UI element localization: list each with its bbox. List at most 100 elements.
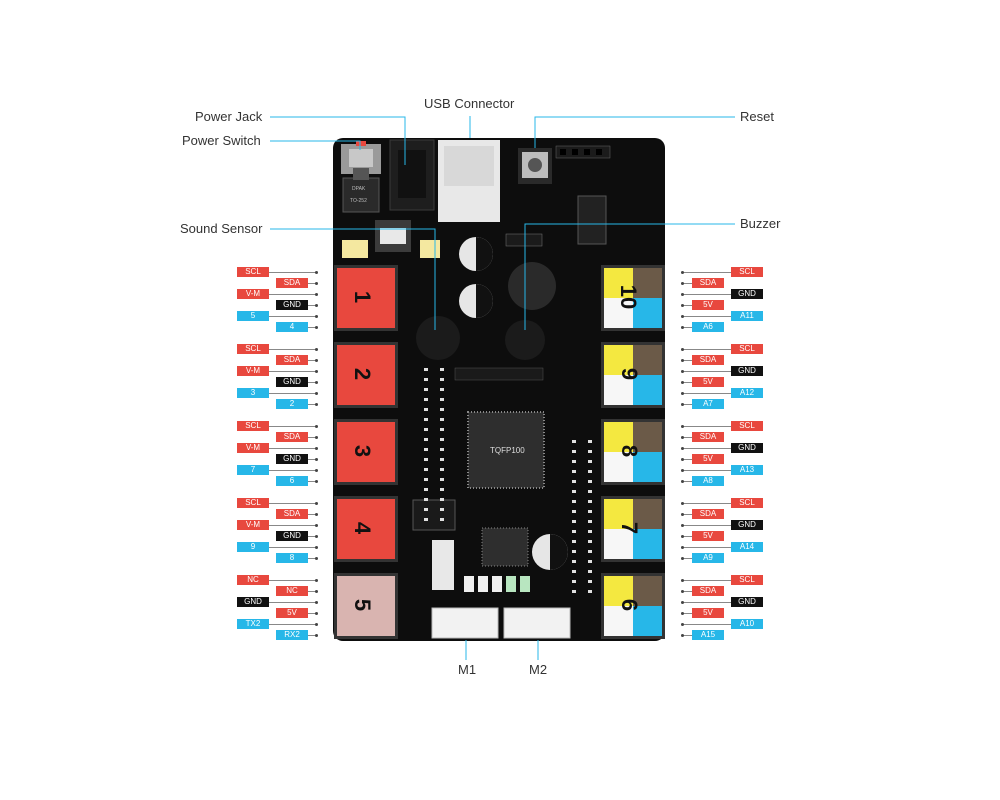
pin-lead xyxy=(683,503,731,504)
pin-lead xyxy=(683,525,731,526)
pin-label: SDA xyxy=(692,432,724,442)
regulator-label-2: TO-252 xyxy=(350,198,367,204)
pin-label: 5V xyxy=(692,377,724,387)
pin-lead xyxy=(683,272,731,273)
via-dot xyxy=(572,450,576,453)
pin-dot xyxy=(315,403,318,406)
via-dot xyxy=(424,448,428,451)
pin-label: 5 xyxy=(237,311,269,321)
pin-lead xyxy=(683,294,731,295)
pin-lead xyxy=(683,558,692,559)
via-dot xyxy=(572,470,576,473)
port-blue-quad xyxy=(633,606,662,636)
pin-label: 5V xyxy=(692,300,724,310)
port-brown-quad xyxy=(633,345,662,375)
power-switch-callout: Power Switch xyxy=(182,133,261,148)
via-dot xyxy=(440,478,444,481)
pin-label: NC xyxy=(237,575,269,585)
via-dot xyxy=(424,498,428,501)
pin-dot xyxy=(315,326,318,329)
via-dot xyxy=(572,440,576,443)
pin-lead xyxy=(683,470,731,471)
port-white-quad xyxy=(604,606,633,636)
pin-dot xyxy=(681,436,684,439)
via-dot xyxy=(572,480,576,483)
via-dot xyxy=(588,570,592,573)
pin-lead xyxy=(683,305,692,306)
via-dot xyxy=(424,518,428,521)
via-dot xyxy=(588,450,592,453)
via-dot xyxy=(440,488,444,491)
pin-dot xyxy=(681,502,684,505)
sound-sensor xyxy=(416,316,460,360)
pin-lead xyxy=(683,591,692,592)
pin-dot xyxy=(315,590,318,593)
port-blue-quad xyxy=(633,375,662,405)
pin-label: SCL xyxy=(731,267,763,277)
port-white-quad xyxy=(604,375,633,405)
port-5-block xyxy=(334,573,398,639)
pin-label: V-M xyxy=(237,443,269,453)
pin-label: A15 xyxy=(692,630,724,640)
pin-label: RX2 xyxy=(276,630,308,640)
port-yellow-quad xyxy=(604,422,633,452)
pin-lead xyxy=(683,382,692,383)
pin-lead xyxy=(308,613,316,614)
pin-lead xyxy=(683,371,731,372)
port-9-block xyxy=(601,342,665,408)
port-blue-quad xyxy=(633,529,662,559)
buzzer-callout: Buzzer xyxy=(740,216,781,231)
pin-lead xyxy=(683,547,731,548)
pin-lead xyxy=(308,481,316,482)
via-dot xyxy=(572,580,576,583)
port-4-block xyxy=(334,496,398,562)
pin-lead xyxy=(683,448,731,449)
pin-label: 6 xyxy=(276,476,308,486)
port-yellow-quad xyxy=(604,499,633,529)
via-dot xyxy=(588,480,592,483)
pin-label: 7 xyxy=(237,465,269,475)
pin-lead xyxy=(308,459,316,460)
pin-lead xyxy=(683,624,731,625)
pin-lead xyxy=(269,426,316,427)
pin-label: SCL xyxy=(237,498,269,508)
port-2-block xyxy=(334,342,398,408)
main-chip-label: TQFP100 xyxy=(490,446,525,455)
pin-lead xyxy=(269,525,316,526)
pin-label: 5V xyxy=(692,531,724,541)
port-number: 6 xyxy=(617,598,643,612)
pin-dot xyxy=(681,623,684,626)
via-dot xyxy=(440,388,444,391)
pin-label: SDA xyxy=(692,509,724,519)
pin-dot xyxy=(681,315,684,318)
port-7-block xyxy=(601,496,665,562)
pin-dot xyxy=(315,546,318,549)
via-dot xyxy=(588,540,592,543)
pin-dot xyxy=(681,370,684,373)
reset-callout: Reset xyxy=(740,109,774,124)
pin-label: 5V xyxy=(276,608,308,618)
pin-dot xyxy=(315,458,318,461)
pin-label: NC xyxy=(276,586,308,596)
pin-dot xyxy=(681,271,684,274)
pin-dot xyxy=(681,447,684,450)
pin-dot xyxy=(315,392,318,395)
pin-dot xyxy=(315,436,318,439)
via-dot xyxy=(440,438,444,441)
pin-lead xyxy=(683,536,692,537)
pin-dot xyxy=(681,612,684,615)
via-dot xyxy=(424,368,428,371)
via-dot xyxy=(424,428,428,431)
pin-dot xyxy=(681,590,684,593)
pin-label: SCL xyxy=(731,498,763,508)
pin-label: A13 xyxy=(731,465,763,475)
port-yellow-quad xyxy=(604,345,633,375)
pin-lead xyxy=(683,437,692,438)
pin-label: 2 xyxy=(276,399,308,409)
pin-label: GND xyxy=(731,289,763,299)
via-dot xyxy=(424,478,428,481)
via-dot xyxy=(588,490,592,493)
via-dot xyxy=(440,378,444,381)
pin-label: 5V xyxy=(692,608,724,618)
